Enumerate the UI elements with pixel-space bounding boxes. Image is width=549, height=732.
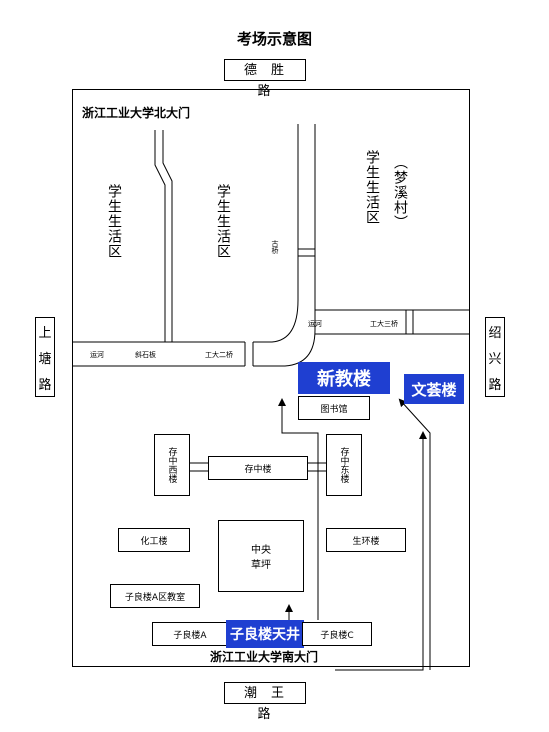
- road-west: 上 塘 路: [35, 317, 55, 397]
- central-lawn: 中央草坪: [218, 520, 304, 592]
- ziliang-a-area-classroom: 子良楼A区教室: [110, 584, 200, 608]
- south-gate-label: 浙江工业大学南大门: [210, 650, 319, 664]
- ziliang-courtyard: 子良楼天井: [226, 620, 304, 648]
- living-zone-right-sub: （梦溪村）: [392, 155, 408, 230]
- environment-building: 生环楼: [326, 528, 406, 552]
- living-zone-right: 学生生活区: [364, 150, 380, 225]
- road-east: 绍 兴 路: [485, 317, 505, 397]
- road-south: 潮王路: [224, 682, 306, 722]
- cunzhong-building: 存中楼: [208, 456, 308, 480]
- road-east-char-2: 兴: [488, 351, 502, 367]
- road-west-char-1: 上: [38, 325, 52, 341]
- chemistry-building: 化工楼: [118, 528, 190, 552]
- river-label-east: 运河: [308, 320, 322, 328]
- road-east-char-1: 绍: [488, 325, 502, 341]
- north-gate-label: 浙江工业大学北大门: [82, 106, 191, 120]
- library: 图书馆: [298, 396, 370, 420]
- ziliang-c-building: 子良楼C: [302, 622, 372, 646]
- cunzhong-east-building: 存中东楼: [326, 434, 362, 496]
- road-west-char-3: 路: [38, 377, 52, 393]
- new-teaching-building: 新教楼: [298, 362, 390, 394]
- bridge-gongda3-label: 工大三桥: [370, 320, 398, 328]
- road-west-char-2: 塘: [38, 351, 52, 367]
- living-zone-left: 学生生活区: [106, 184, 122, 259]
- wenyi-building: 文荟楼: [404, 374, 464, 404]
- cunzhong-west-building: 存中西楼: [154, 434, 190, 496]
- living-zone-middle: 学生生活区: [215, 184, 231, 259]
- road-east-char-3: 路: [488, 377, 502, 393]
- river-label-west: 运河: [90, 351, 104, 359]
- campus-boundary: [72, 89, 470, 667]
- road-north: 德胜路: [224, 59, 306, 99]
- ziliang-a-building: 子良楼A: [152, 622, 228, 646]
- bridge-gongda2-label: 工大二桥: [205, 351, 233, 359]
- bridge-west-label: 斜石板: [135, 351, 156, 359]
- map-title: 考场示意图: [236, 30, 312, 48]
- bridge-ancient-label: 古桥: [271, 240, 279, 254]
